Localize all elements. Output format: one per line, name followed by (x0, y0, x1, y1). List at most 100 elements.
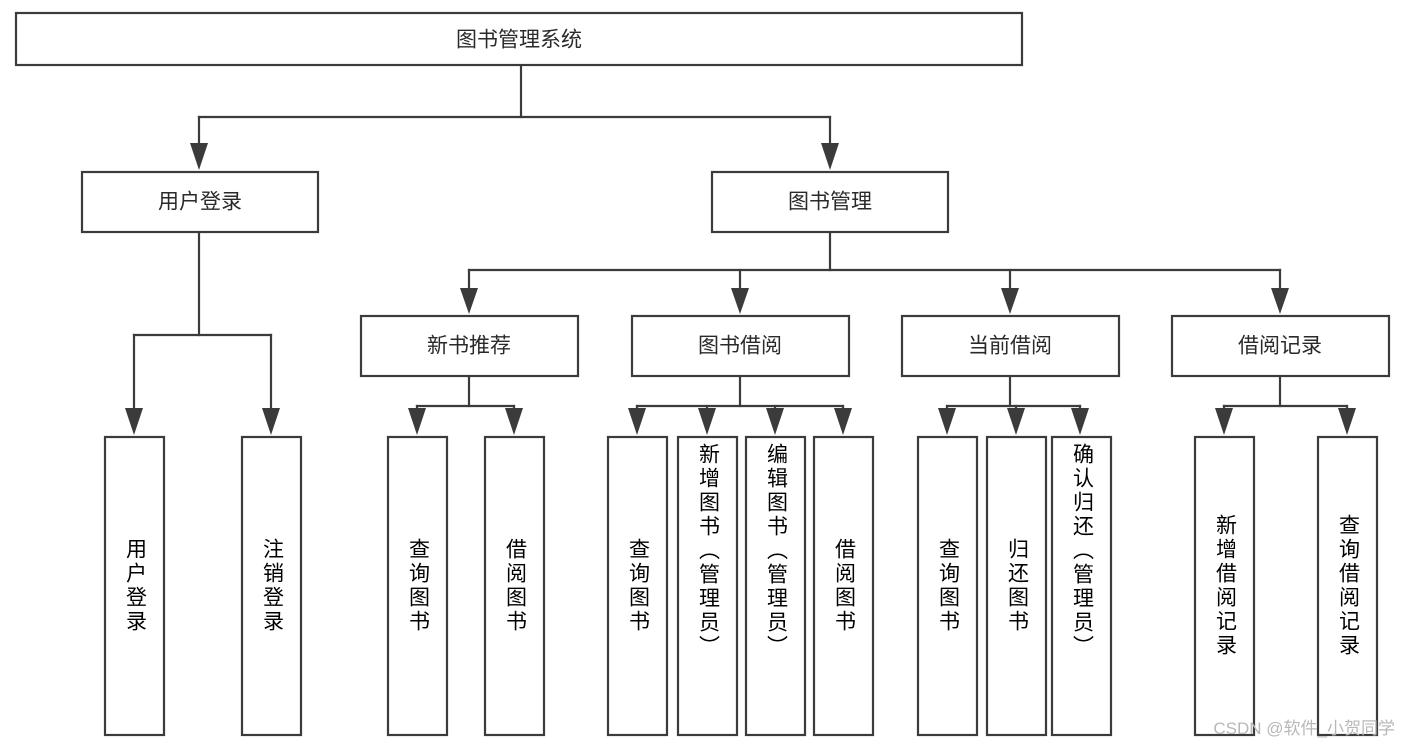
arrowhead-current-to-leaf-1 (938, 408, 956, 435)
arrowhead-newbook-to-leaf-2 (505, 408, 523, 435)
leaf-borrow-book-newbook-label: 借阅图书 (503, 538, 527, 634)
arrowhead-book-mgmt-to-current (1001, 288, 1019, 314)
leaf-return-book-box[interactable] (985, 435, 1048, 737)
node-current-borrow-label: 当前借阅 (968, 335, 1052, 358)
leaf-logout-textwrap: 注销登录 (260, 538, 284, 634)
arrowhead-current-to-leaf-2 (1007, 408, 1025, 435)
arrowhead-borrow-to-leaf-4 (834, 408, 852, 435)
connector-group-records (1215, 374, 1356, 435)
node-current-borrow-box[interactable] (900, 314, 1121, 378)
leaf-add-book-admin-label: 新增图书（管理员） (696, 443, 720, 659)
leaf-borrow-book-borrow-textwrap: 借阅图书 (832, 538, 856, 634)
node-root-label: 图书管理系统 (456, 29, 582, 52)
node-root-box[interactable] (14, 11, 1024, 67)
leaf-add-book-admin-textwrap: 新增图书（管理员） (696, 443, 720, 659)
node-book-borrow-label: 图书借阅 (698, 335, 782, 358)
leaf-user-login-textwrap: 用户登录 (123, 538, 147, 634)
leaf-add-borrow-record-textwrap: 新增借阅记录 (1213, 514, 1237, 658)
leaf-edit-book-admin-box[interactable] (744, 435, 807, 737)
leaf-edit-book-admin[interactable]: 编辑图书（管理员） (744, 435, 807, 737)
leaf-user-login[interactable]: 用户登录 (103, 435, 166, 737)
leaf-confirm-return-admin-box[interactable] (1050, 435, 1113, 737)
leaf-logout[interactable]: 注销登录 (240, 435, 303, 737)
arrowhead-root-to-user-login (190, 143, 208, 170)
node-book-management-box[interactable] (710, 170, 950, 234)
leaf-query-book-current-label: 查询图书 (936, 538, 960, 634)
leaf-add-borrow-record[interactable]: 新增借阅记录 (1193, 435, 1256, 737)
leaf-edit-book-admin-textwrap: 编辑图书（管理员） (764, 443, 788, 659)
leaf-query-book-newbook-textwrap: 查询图书 (406, 538, 430, 634)
connector-group-root (190, 63, 839, 170)
connector-group-current (938, 374, 1089, 435)
node-user-login-label: 用户登录 (158, 191, 242, 214)
arrowhead-current-to-leaf-3 (1071, 408, 1089, 435)
leaf-query-book-borrow-label: 查询图书 (626, 538, 650, 634)
leaf-confirm-return-admin-textwrap: 确认归还（管理员） (1070, 443, 1094, 659)
leaf-user-login-box[interactable] (103, 435, 166, 737)
leaf-confirm-return-admin-label: 确认归还（管理员） (1070, 443, 1094, 659)
leaf-query-borrow-record[interactable]: 查询借阅记录 (1316, 435, 1379, 737)
arrowhead-user-login-to-leaf-1 (125, 408, 143, 435)
node-new-book-recommend-label: 新书推荐 (427, 335, 511, 358)
leaf-query-book-newbook[interactable]: 查询图书 (386, 435, 449, 737)
leaf-edit-book-admin-label: 编辑图书（管理员） (764, 443, 788, 659)
leaf-query-book-current[interactable]: 查询图书 (916, 435, 979, 737)
leaf-query-borrow-record-label: 查询借阅记录 (1336, 514, 1360, 658)
leaf-borrow-book-borrow-label: 借阅图书 (832, 538, 856, 634)
arrowhead-book-mgmt-to-records (1271, 288, 1289, 314)
leaf-borrow-book-newbook-box[interactable] (483, 435, 546, 737)
leaf-query-borrow-record-textwrap: 查询借阅记录 (1336, 514, 1360, 658)
connector-group-user-login (125, 230, 280, 435)
leaf-return-book-label: 归还图书 (1005, 538, 1029, 634)
leaf-query-book-newbook-box[interactable] (386, 435, 449, 737)
node-user-login[interactable]: 用户登录 (80, 170, 320, 234)
node-new-book-recommend-box[interactable] (359, 314, 580, 378)
connector-group-newbook (408, 374, 523, 435)
node-current-borrow[interactable]: 当前借阅 (900, 314, 1121, 378)
leaf-query-book-borrow[interactable]: 查询图书 (606, 435, 669, 737)
node-book-borrow-box[interactable] (630, 314, 851, 378)
leaf-logout-box[interactable] (240, 435, 303, 737)
arrowhead-borrow-to-leaf-1 (628, 408, 646, 435)
arrowhead-records-to-leaf-1 (1215, 408, 1233, 435)
leaf-add-book-admin-box[interactable] (676, 435, 739, 737)
leaf-add-borrow-record-label: 新增借阅记录 (1213, 514, 1237, 658)
leaf-query-book-newbook-label: 查询图书 (406, 538, 430, 634)
node-borrow-records-label: 借阅记录 (1238, 335, 1322, 358)
node-root[interactable]: 图书管理系统 (14, 11, 1024, 67)
leaf-query-borrow-record-box[interactable] (1316, 435, 1379, 737)
leaf-query-book-current-box[interactable] (916, 435, 979, 737)
node-user-login-box[interactable] (80, 170, 320, 234)
leaf-add-book-admin[interactable]: 新增图书（管理员） (676, 435, 739, 737)
node-new-book-recommend[interactable]: 新书推荐 (359, 314, 580, 378)
leaf-return-book-textwrap: 归还图书 (1005, 538, 1029, 634)
node-borrow-records[interactable]: 借阅记录 (1170, 314, 1391, 378)
node-book-borrow[interactable]: 图书借阅 (630, 314, 851, 378)
connector-group-borrow (628, 374, 852, 435)
leaf-query-book-borrow-textwrap: 查询图书 (626, 538, 650, 634)
leaf-logout-label: 注销登录 (260, 538, 284, 634)
arrowhead-newbook-to-leaf-1 (408, 408, 426, 435)
arrowhead-borrow-to-leaf-3 (766, 408, 784, 435)
leaf-query-book-borrow-box[interactable] (606, 435, 669, 737)
node-book-management[interactable]: 图书管理 (710, 170, 950, 234)
leaf-user-login-label: 用户登录 (123, 538, 147, 634)
arrowhead-borrow-to-leaf-2 (698, 408, 716, 435)
node-book-management-label: 图书管理 (788, 191, 872, 214)
node-borrow-records-box[interactable] (1170, 314, 1391, 378)
arrowhead-book-mgmt-to-newbook (460, 288, 478, 314)
connector-group-book-mgmt (460, 230, 1289, 314)
arrowhead-root-to-book-mgmt (821, 143, 839, 170)
leaf-borrow-book-newbook-textwrap: 借阅图书 (503, 538, 527, 634)
leaf-confirm-return-admin[interactable]: 确认归还（管理员） (1050, 435, 1113, 737)
leaf-borrow-book-newbook[interactable]: 借阅图书 (483, 435, 546, 737)
arrowhead-book-mgmt-to-borrow (731, 288, 749, 314)
leaf-borrow-book-borrow-box[interactable] (812, 435, 875, 737)
leaf-return-book[interactable]: 归还图书 (985, 435, 1048, 737)
arrowhead-records-to-leaf-2 (1338, 408, 1356, 435)
leaf-borrow-book-borrow[interactable]: 借阅图书 (812, 435, 875, 737)
leaf-add-borrow-record-box[interactable] (1193, 435, 1256, 737)
arrowhead-user-login-to-leaf-2 (262, 408, 280, 435)
